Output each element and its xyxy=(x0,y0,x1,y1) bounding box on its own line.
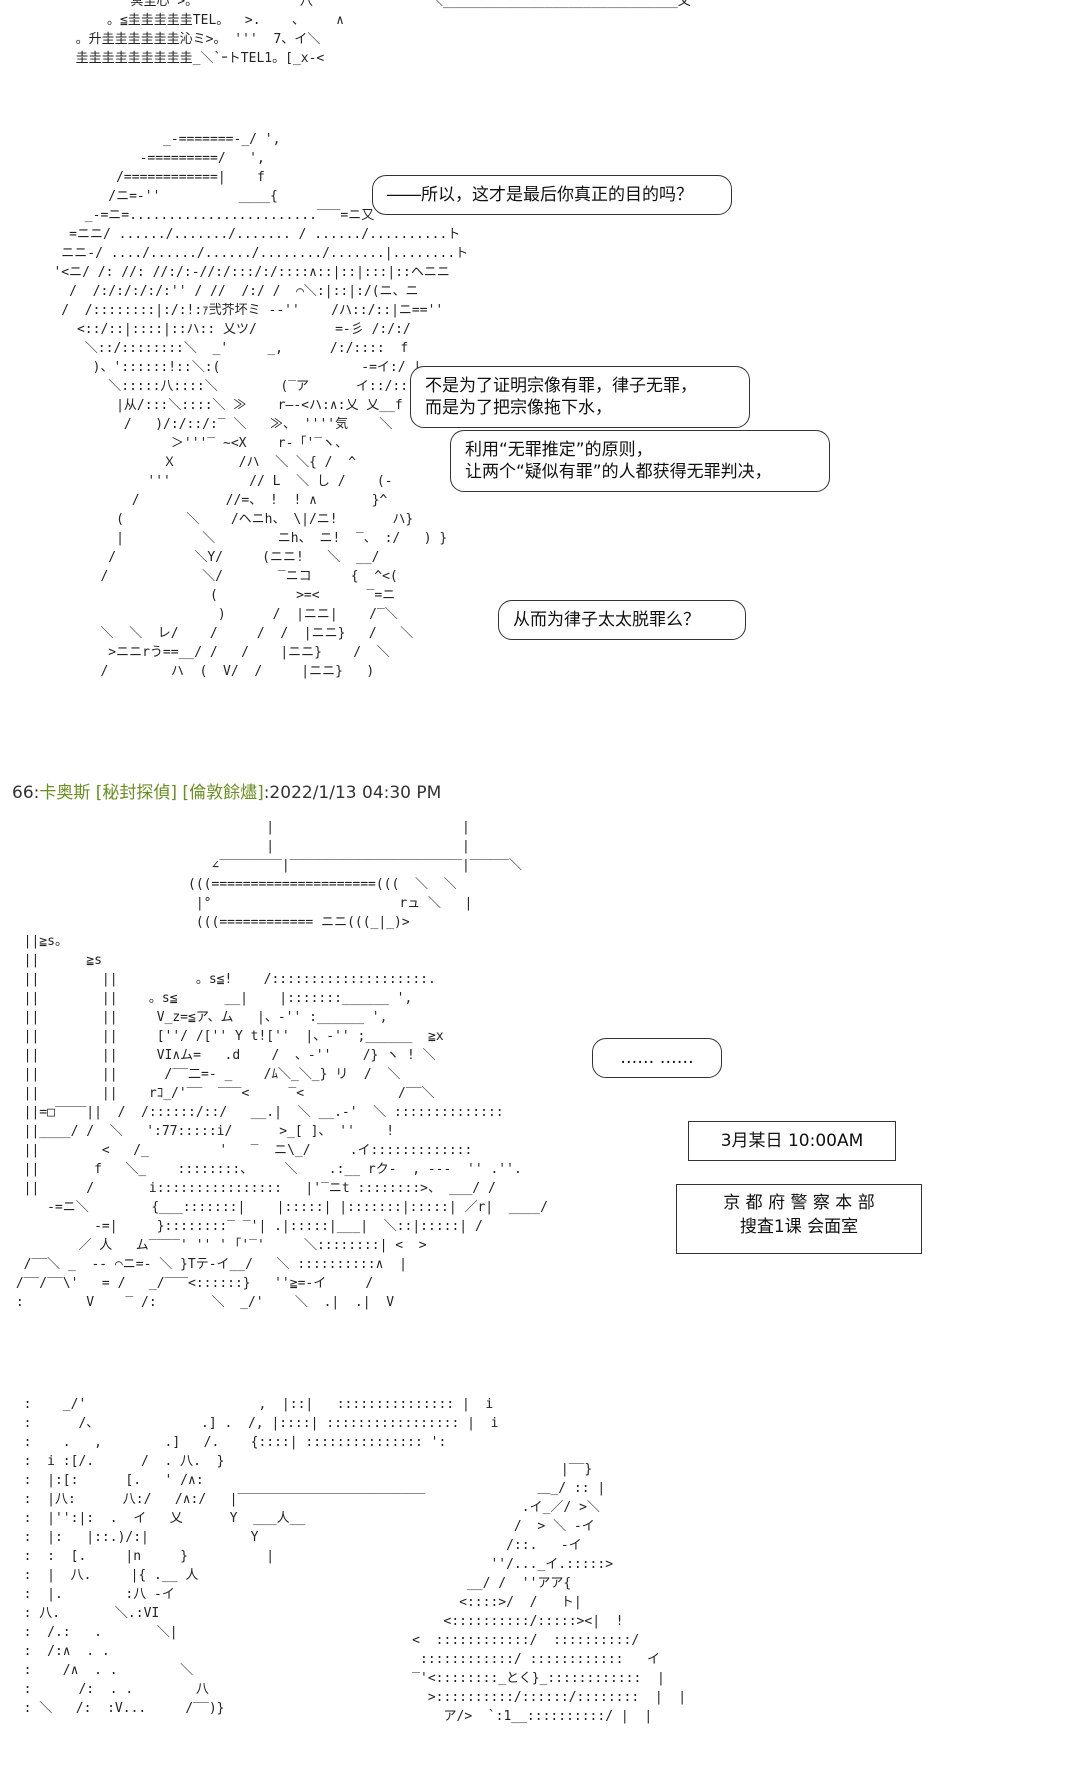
panel1-figure-art: _-=======-_/ ', -=========/ ', /========… xyxy=(53,132,469,679)
speech-bubble-1: ――所以，这才是最后你真正的目的吗？ xyxy=(372,175,732,215)
speech-bubble-2: 不是为了证明宗像有罪，律子无罪， 而是为了把宗像拖下水， xyxy=(410,366,750,428)
location-sign-line2: 搜査1课 会面室 xyxy=(739,1217,859,1237)
post-number: 66: xyxy=(12,783,40,803)
date-sign-text: 3月某日 10:00AM xyxy=(720,1131,864,1151)
date-sign: 3月某日 10:00AM xyxy=(688,1121,896,1161)
poster-name[interactable]: 卡奥斯 [秘封探偵] [倫敦餘燼] xyxy=(39,783,264,803)
post-header: 66:卡奥斯 [秘封探偵] [倫敦餘燼]:2022/1/13 04:30 PM xyxy=(12,778,441,803)
speech-bubble-4: 从而为律子太太脱罪么？ xyxy=(498,600,746,640)
panel2-scene-art-lower: : _/' , |::| ::::::::::::::: | i : /、 .]… xyxy=(23,1397,499,1716)
post-datetime: :2022/1/13 04:30 PM xyxy=(263,783,442,803)
location-sign-line1: 京 都 府 警 察 本 部 xyxy=(723,1193,875,1213)
panel2-stairs-art: |‾‾} ＿_/ :: | .イ_／/ >＼ / > ＼ -イ /::. ‐イ xyxy=(412,1462,687,1724)
location-sign: 京 都 府 警 察 本 部 搜査1课 会面室 xyxy=(676,1184,922,1254)
panel1-top-rule: ＼______________________________乂 xyxy=(430,0,691,9)
speech-bubble-3: 利用“无罪推定”的原则， 让两个“疑似有罪”的人都获得无罪判决， xyxy=(450,430,830,492)
panel1-top-art: 冥圭心 >。 八 。≦圭圭圭圭圭TEL。 >. 、 ∧ 。升圭圭圭圭圭圭沁ミ>。… xyxy=(75,0,345,66)
speech-bubble-ellipsis: …… …… xyxy=(592,1038,722,1078)
panel2-scene-art: | | | | ∠‾‾‾‾‾‾‾‾|‾‾‾‾‾‾‾‾‾‾‾‾‾‾‾‾‾‾‾‾‾‾… xyxy=(15,820,548,1310)
